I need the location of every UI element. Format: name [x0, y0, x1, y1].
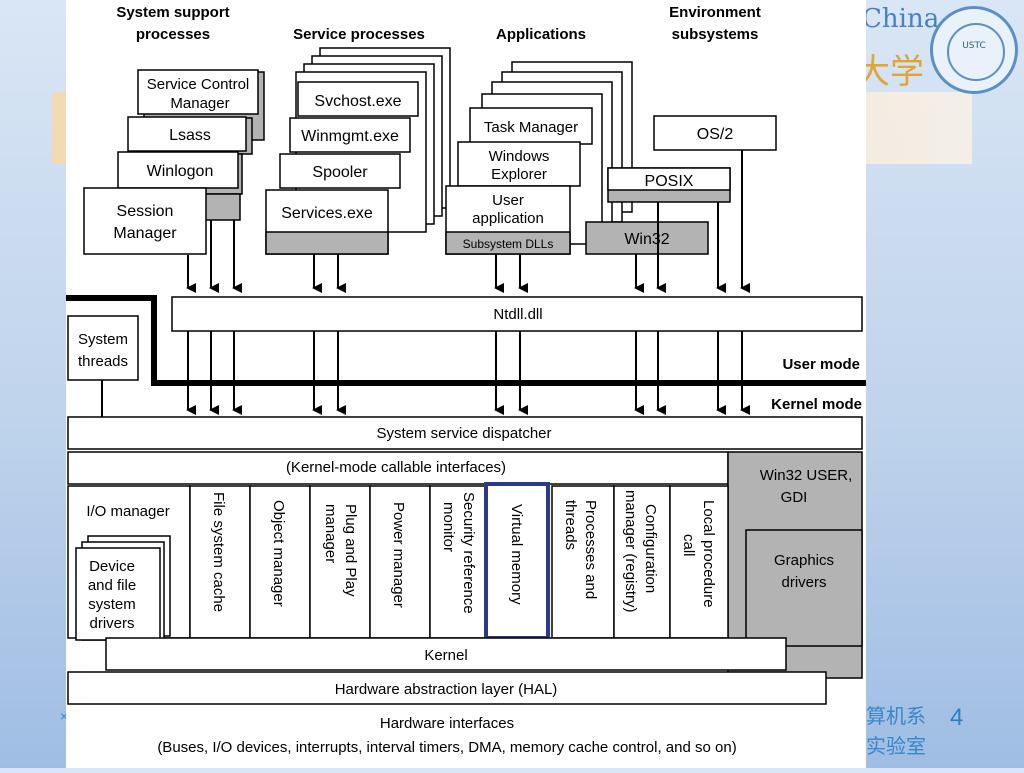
lsass-box	[127, 116, 247, 152]
explorer-label-2: Explorer	[491, 166, 547, 183]
university-seal-icon: USTC	[930, 6, 1018, 94]
win32-box	[585, 221, 709, 255]
security-reference-monitor-box	[429, 485, 487, 639]
winlogon-label: Winlogon	[147, 163, 214, 180]
dispatcher-label: System service dispatcher	[376, 425, 551, 442]
architecture-svg: System support processes Service process…	[66, 4, 866, 756]
user-app-label: User	[492, 192, 524, 209]
power-manager-box	[369, 485, 431, 639]
session-manager-box	[83, 187, 207, 255]
ntdll-label: Ntdll.dll	[493, 306, 542, 323]
processes-threads-box	[551, 485, 615, 639]
header-system-support: System support	[116, 4, 229, 21]
seal-text: USTC	[962, 41, 986, 51]
srm-label: Security reference	[460, 492, 477, 614]
winmgmt-label: Winmgmt.exe	[301, 128, 399, 145]
power-manager-label: Power manager	[390, 502, 407, 608]
winlogon-box	[117, 151, 239, 189]
graphics-drivers-label-2: drivers	[781, 574, 826, 591]
device-drivers-label-2: and file	[88, 577, 136, 594]
header-system-support-2: processes	[136, 26, 210, 43]
io-manager-label: I/O manager	[86, 503, 169, 520]
pnp-label-2: manager	[322, 504, 339, 563]
device-drivers-label: Device	[89, 558, 135, 575]
object-manager-label: Object manager	[270, 500, 287, 607]
ntdll-box	[171, 296, 863, 332]
header-environment: Environment	[669, 4, 761, 21]
processes-threads-label-2: threads	[562, 500, 579, 550]
user-mode-label: User mode	[782, 356, 860, 373]
scm-label: Service Control	[147, 76, 250, 93]
header-applications: Applications	[496, 26, 586, 43]
scm-label-2: Manager	[170, 95, 229, 112]
lpc-label-2: call	[680, 534, 697, 557]
hal-label: Hardware abstraction layer (HAL)	[335, 681, 558, 698]
session-manager-label-2: Manager	[113, 225, 177, 242]
lpc-label: Local procedure	[700, 500, 717, 608]
user-app-label-2: application	[472, 210, 544, 227]
service-processes-group	[265, 47, 451, 255]
footer-mark: ×	[60, 708, 69, 724]
page-number: 4	[950, 704, 964, 731]
kernel-mode-label: Kernel mode	[771, 396, 862, 413]
header-service-processes: Service processes	[293, 26, 425, 43]
system-service-dispatcher-box	[67, 416, 863, 450]
virtual-memory-label: Virtual memory	[508, 504, 525, 605]
system-threads-label: System	[78, 331, 128, 348]
device-drivers-label-4: drivers	[89, 615, 134, 632]
environment-group: OS/2 POSIX Win32	[585, 115, 777, 255]
graphics-drivers-label: Graphics	[774, 552, 834, 569]
applications-group	[445, 61, 633, 255]
user-kernel-boundary	[66, 295, 866, 386]
lsass-label: Lsass	[169, 127, 211, 144]
spooler-label: Spooler	[312, 164, 368, 181]
brand-chinese-text: 大学	[856, 52, 924, 92]
brand-text: China	[862, 4, 940, 34]
device-drivers-box	[75, 547, 161, 641]
explorer-label: Windows	[489, 148, 550, 165]
hardware-interfaces-detail: (Buses, I/O devices, interrupts, interva…	[157, 739, 736, 756]
svchost-label: Svchost.exe	[314, 93, 401, 110]
srm-label-2: monitor	[440, 502, 457, 552]
kernel-box	[105, 637, 787, 671]
plug-and-play-box	[309, 485, 371, 639]
system-threads-label-2: threads	[78, 353, 128, 370]
config-manager-label-2: manager (registry)	[622, 490, 639, 613]
task-manager-label: Task Manager	[484, 119, 578, 136]
subsystem-dlls-label: Subsystem DLLs	[463, 237, 554, 251]
footer-department: 算机系	[866, 704, 926, 728]
services-exe-label: Services.exe	[281, 205, 373, 222]
configuration-manager-box	[613, 485, 671, 639]
os2-label: OS/2	[697, 126, 734, 143]
graphics-drivers-box	[745, 529, 863, 647]
seal-ring	[947, 23, 1005, 81]
system-support-group: Service Control Manager Lsass Winlogon S…	[83, 69, 265, 255]
footer-lab: 实验室	[866, 734, 926, 758]
win32-gdi-label: GDI	[781, 489, 808, 506]
virtual-memory-box	[484, 482, 550, 640]
architecture-diagram: System support processes Service process…	[66, 0, 866, 768]
file-system-cache-label: File system cache	[210, 492, 227, 612]
win32-label: Win32	[624, 231, 669, 248]
device-drivers-label-3: system	[88, 596, 136, 613]
local-procedure-call-box	[669, 485, 729, 639]
kernel-label: Kernel	[424, 647, 467, 664]
posix-label: POSIX	[645, 173, 694, 190]
hardware-interfaces-label: Hardware interfaces	[380, 715, 514, 732]
header-environment-2: subsystems	[672, 26, 759, 43]
os2-box	[653, 115, 777, 151]
system-threads-box	[67, 315, 139, 381]
hal-box	[67, 671, 827, 705]
processes-threads-label: Processes and	[582, 500, 599, 599]
posix-box	[607, 167, 731, 191]
service-control-manager-box	[137, 69, 259, 115]
session-manager-label: Session	[117, 203, 174, 220]
config-manager-label: Configuration	[642, 504, 659, 593]
pnp-label: Plug and Play	[342, 504, 359, 597]
win32-user-label: Win32 USER,	[760, 467, 853, 484]
callable-interfaces-label: (Kernel-mode callable interfaces)	[286, 459, 506, 476]
